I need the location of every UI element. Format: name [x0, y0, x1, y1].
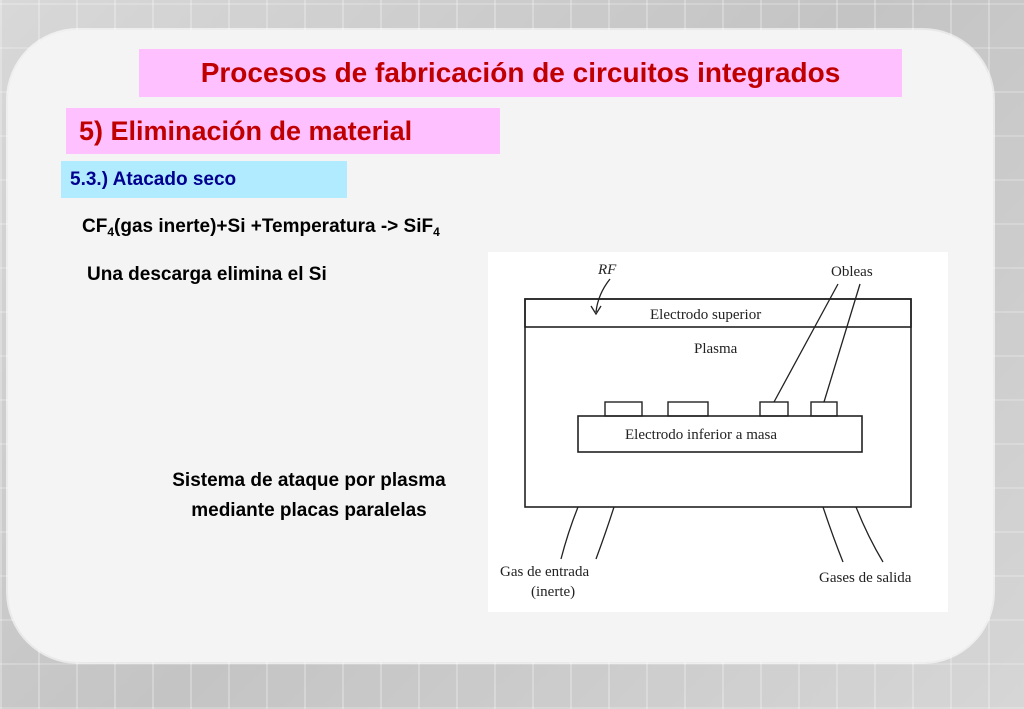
- lower-electrode: [577, 415, 863, 453]
- diagram-caption: Sistema de ataque por plasma mediante pl…: [110, 466, 508, 526]
- upper-electrode-label: Electrodo superior: [650, 307, 761, 323]
- chamber-outline: [524, 298, 912, 508]
- obleas-pointer-2: [823, 283, 861, 403]
- lower-electrode-label: Electrodo inferior a masa: [625, 427, 777, 443]
- equation-subscript-1: 4: [107, 225, 115, 239]
- wafer-4: [810, 401, 838, 417]
- upper-electrode: [524, 298, 912, 328]
- inlet-tube-right: [595, 506, 615, 560]
- slide-subtitle: 5) Eliminación de material: [66, 108, 500, 154]
- inlet-tube-left: [560, 506, 579, 560]
- caption-line-2: mediante placas paralelas: [191, 500, 427, 521]
- wafer-3: [759, 401, 789, 417]
- outlet-tube-left: [822, 506, 844, 563]
- caption-line-1: Sistema de ataque por plasma: [172, 470, 446, 491]
- wafer-2: [667, 401, 709, 417]
- rf-arrow-head: [590, 305, 602, 316]
- section-heading: 5.3.) Atacado seco: [61, 161, 347, 198]
- plasma-etch-diagram: RF Obleas Electrodo superior Plasma Elec…: [488, 252, 948, 612]
- discharge-text: Una descarga elimina el Si: [87, 264, 327, 285]
- equation-cf: CF: [82, 216, 108, 237]
- outlet-tube-right: [855, 506, 884, 563]
- equation-subscript-2: 4: [433, 225, 440, 239]
- gas-out-label: Gases de salida: [819, 570, 912, 586]
- gas-in-label-1: Gas de entrada: [500, 564, 589, 580]
- obleas-label: Obleas: [831, 264, 873, 280]
- equation-middle: (gas inerte)+Si +Temperatura -> SiF: [114, 216, 434, 237]
- gas-in-label-2: (inerte): [531, 584, 575, 600]
- slide-title: Procesos de fabricación de circuitos int…: [139, 49, 902, 97]
- wafer-1: [604, 401, 643, 417]
- reaction-equation: CF4(gas inerte)+Si +Temperatura -> SiF4: [82, 216, 440, 239]
- rf-arrow-line: [595, 278, 611, 313]
- obleas-pointer-1: [773, 283, 839, 403]
- plasma-label: Plasma: [694, 341, 738, 357]
- rf-label: RF: [597, 262, 617, 278]
